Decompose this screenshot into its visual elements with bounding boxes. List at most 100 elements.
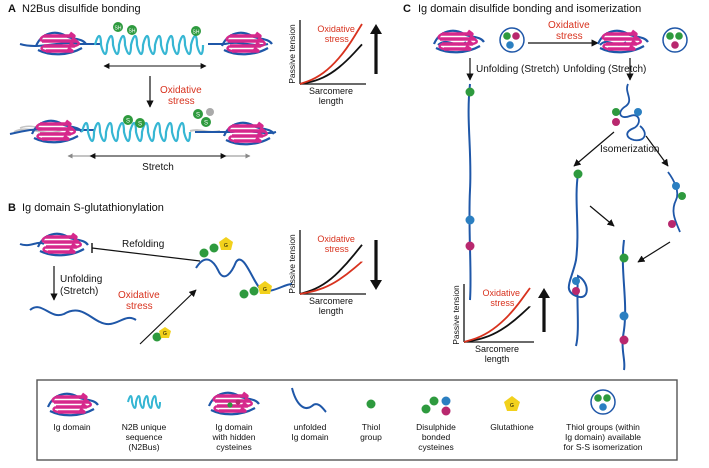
x-axis-label: Sarcomere xyxy=(309,296,353,306)
svg-text:G: G xyxy=(510,403,514,409)
legend-label: N2B unique xyxy=(122,422,167,432)
stretch-label: Stretch xyxy=(142,162,174,173)
oxidative-stress-label-c1: Oxidative xyxy=(548,20,590,31)
disulfide-icon: S S S S xyxy=(123,109,211,128)
refolding-label: Refolding xyxy=(122,239,164,250)
series-line-control xyxy=(463,305,531,343)
x-axis-label: Sarcomere xyxy=(309,86,353,96)
legend-label: Thiol groups (within xyxy=(566,422,640,432)
legend-label: Ig domain xyxy=(215,422,253,432)
x-axis-label: length xyxy=(485,354,510,364)
legend-label: Glutathione xyxy=(490,422,534,432)
legend-isomerization-thiols-icon xyxy=(590,389,616,415)
svg-text:SH: SH xyxy=(129,29,136,35)
oxidative-stress-label-a2: stress xyxy=(168,96,195,107)
panel-a-top-molecule: SH SH SH xyxy=(19,22,274,69)
unfolding-label-b2: (Stretch) xyxy=(60,286,98,297)
svg-text:S: S xyxy=(204,121,208,127)
svg-text:G: G xyxy=(263,287,267,293)
legend-label: Ig domain xyxy=(291,432,329,442)
panel-c: C Ig domain disulfide bonding and isomer… xyxy=(403,3,688,371)
panel-a-letter: A xyxy=(8,3,16,15)
panel-b-title: Ig domain S-glutathionylation xyxy=(22,202,164,214)
refolding-arrow xyxy=(91,247,201,262)
oxidative-stress-label-a1: Oxidative xyxy=(160,85,202,96)
glutathione-icon xyxy=(219,237,233,250)
series-line-oxidative xyxy=(299,23,363,85)
legend-label: bonded xyxy=(422,432,451,442)
legend-label: for S-S isomerization xyxy=(564,442,643,452)
y-axis-label: Passive tension xyxy=(287,24,297,84)
x-axis-label: Sarcomere xyxy=(475,344,519,354)
unfolded-chain-b xyxy=(29,306,137,325)
legend-label: Thiol xyxy=(362,422,381,432)
legend-thiol-icon xyxy=(366,399,376,409)
svg-text:S: S xyxy=(126,119,130,125)
panel-a-title: N2Bus disulfide bonding xyxy=(22,3,141,15)
legend-unfolded-ig-icon xyxy=(291,387,327,413)
thiol-group-icon: SH SH SH xyxy=(113,22,201,36)
curve-label: stress xyxy=(325,244,350,254)
svg-text:SH: SH xyxy=(115,26,122,32)
legend-label: unfolded xyxy=(294,422,327,432)
legend-label: with hidden xyxy=(211,432,255,442)
curve-label: stress xyxy=(325,34,350,44)
svg-text:S: S xyxy=(138,122,142,128)
panel-a: A N2Bus disulfide bonding SH SH SH Oxida… xyxy=(8,3,277,173)
unfolding-label-c-left: Unfolding (Stretch) xyxy=(476,64,559,75)
tension-arrow-head xyxy=(538,288,550,298)
series-line-oxidative xyxy=(299,260,363,295)
legend-label: group xyxy=(360,432,382,442)
tension-arrow-head xyxy=(370,280,382,290)
glutathione-icon xyxy=(159,327,171,338)
legend-label: cysteines xyxy=(418,442,453,452)
curve-label: Oxidative xyxy=(317,234,355,244)
svg-text:G: G xyxy=(163,331,167,337)
legend-label: Disulphide xyxy=(416,422,456,432)
legend-n2bus-icon xyxy=(127,395,161,409)
y-axis-label: Passive tension xyxy=(287,234,297,294)
curve-label: Oxidative xyxy=(317,24,355,34)
legend-disulfide-icon xyxy=(421,396,451,416)
unfolded-chain-c-right xyxy=(621,239,627,371)
x-axis-label: length xyxy=(319,306,344,316)
oxidative-stress-label-b1: Oxidative xyxy=(118,290,160,301)
legend-label: Ig domain) available xyxy=(565,432,641,442)
series-line-control xyxy=(299,43,363,85)
unfolded-chain-c-left xyxy=(467,83,472,301)
oxidation-arrow-b xyxy=(139,289,197,345)
unfolding-label-c-right: Unfolding (Stretch) xyxy=(563,64,646,75)
glutathionylated-chain xyxy=(195,258,293,292)
series-line-oxidative xyxy=(463,287,531,343)
legend-label: (N2Bus) xyxy=(128,442,159,452)
panel-b-letter: B xyxy=(8,202,16,214)
unfolding-label-b1: Unfolding xyxy=(60,274,102,285)
panel-c-letter: C xyxy=(403,3,411,15)
legend-glutathione-icon xyxy=(504,396,520,411)
legend-label: cysteines xyxy=(216,442,251,452)
tension-arrow-head xyxy=(370,24,382,34)
glutathione-icon xyxy=(258,281,272,294)
panel-a-bottom-molecule: S S S S Stretch xyxy=(9,108,277,173)
legend-label: sequence xyxy=(126,432,163,442)
panel-c-title: Ig domain disulfide bonding and isomeriz… xyxy=(418,3,641,15)
x-axis-label: length xyxy=(319,96,344,106)
svg-text:SH: SH xyxy=(193,30,200,36)
curve-label: Oxidative xyxy=(482,288,520,298)
curve-label: stress xyxy=(490,298,515,308)
oxidative-stress-label-b2: stress xyxy=(126,301,153,312)
chain-with-disulfide-loop xyxy=(567,173,588,347)
thiol-groups-isomerization-icon xyxy=(662,27,688,53)
isomerization-label: Isomerization xyxy=(600,144,659,155)
ig-domain-folded-b xyxy=(36,232,90,257)
legend-label: Ig domain xyxy=(53,422,91,432)
svg-text:G: G xyxy=(224,243,228,249)
oxidative-stress-label-c2: stress xyxy=(556,31,583,42)
panel-b: B Ig domain S-glutathionylation Refoldin… xyxy=(8,202,293,345)
